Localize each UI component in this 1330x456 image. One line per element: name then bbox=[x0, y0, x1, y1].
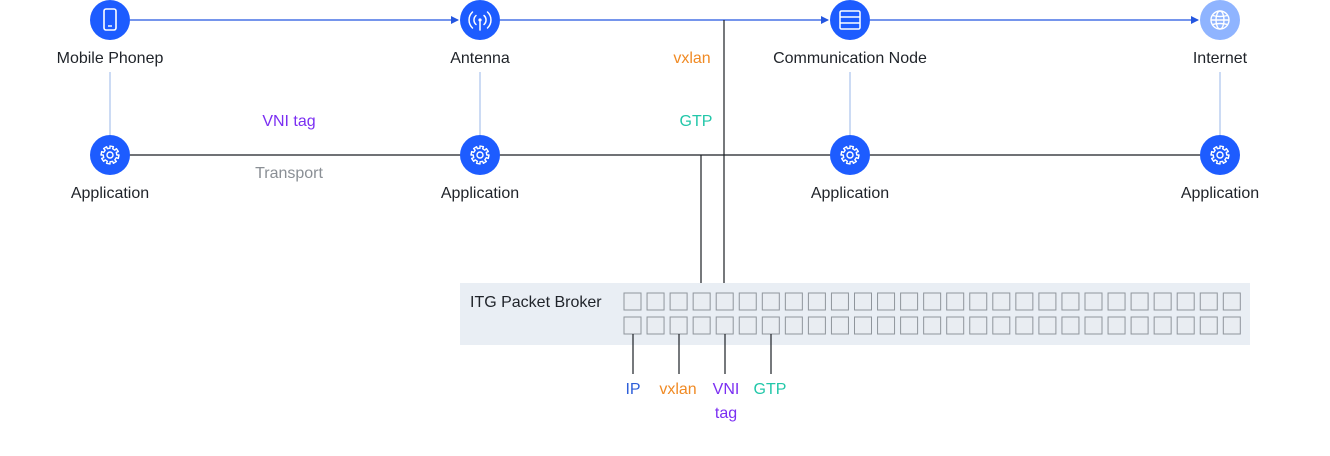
port[interactable] bbox=[784, 292, 803, 311]
output-label-tag: tag bbox=[715, 405, 737, 422]
packet-broker-title: ITG Packet Broker bbox=[470, 294, 602, 311]
annotation-vni-tag: VNI tag bbox=[262, 113, 315, 130]
annotation-gtp: GTP bbox=[680, 113, 713, 130]
output-label-vxlan: vxlan bbox=[659, 381, 696, 398]
output-label-gtp: GTP bbox=[754, 381, 787, 398]
port[interactable] bbox=[669, 292, 688, 311]
label-communication-node: Communication Node bbox=[773, 50, 927, 67]
port[interactable] bbox=[646, 292, 665, 311]
node-communication[interactable] bbox=[830, 0, 870, 40]
port[interactable] bbox=[992, 292, 1011, 311]
node-internet[interactable] bbox=[1200, 0, 1240, 40]
annotation-vxlan: vxlan bbox=[673, 50, 710, 67]
port[interactable] bbox=[1015, 316, 1034, 335]
packet-broker-panel bbox=[460, 283, 1250, 345]
port[interactable] bbox=[1130, 316, 1149, 335]
label-application-2: Application bbox=[441, 185, 519, 202]
port[interactable] bbox=[1176, 316, 1195, 335]
port[interactable] bbox=[623, 292, 642, 311]
port[interactable] bbox=[854, 292, 872, 311]
port[interactable] bbox=[623, 316, 642, 335]
port[interactable] bbox=[1038, 292, 1057, 311]
port[interactable] bbox=[738, 292, 757, 311]
label-application-3: Application bbox=[811, 185, 889, 202]
port[interactable] bbox=[877, 316, 896, 335]
port[interactable] bbox=[784, 316, 803, 335]
port[interactable] bbox=[715, 292, 734, 311]
port[interactable] bbox=[1061, 316, 1080, 335]
port[interactable] bbox=[1176, 292, 1195, 311]
port[interactable] bbox=[1084, 316, 1103, 335]
port[interactable] bbox=[969, 316, 988, 335]
port[interactable] bbox=[1222, 292, 1241, 311]
port[interactable] bbox=[1153, 292, 1172, 311]
port[interactable] bbox=[946, 292, 965, 311]
output-label-vni: VNI bbox=[713, 381, 740, 398]
port[interactable] bbox=[761, 292, 780, 311]
app-node-2[interactable] bbox=[460, 135, 500, 175]
port[interactable] bbox=[1061, 292, 1080, 311]
label-internet: Internet bbox=[1193, 50, 1248, 67]
port[interactable] bbox=[1015, 292, 1034, 311]
port[interactable] bbox=[900, 292, 919, 311]
label-application-4: Application bbox=[1181, 185, 1259, 202]
port[interactable] bbox=[1222, 316, 1241, 335]
port[interactable] bbox=[1199, 316, 1218, 335]
port[interactable] bbox=[1153, 316, 1172, 335]
node-mobile-phone[interactable] bbox=[90, 0, 130, 40]
port[interactable] bbox=[669, 316, 688, 335]
port[interactable] bbox=[900, 316, 919, 335]
port[interactable] bbox=[1107, 292, 1126, 311]
gear-icon bbox=[1210, 145, 1230, 165]
output-label-ip: IP bbox=[625, 381, 640, 398]
app-node-4[interactable] bbox=[1200, 135, 1240, 175]
node-antenna[interactable] bbox=[460, 0, 500, 40]
port[interactable] bbox=[946, 316, 965, 335]
port[interactable] bbox=[1107, 316, 1126, 335]
label-antenna: Antenna bbox=[450, 50, 510, 67]
port[interactable] bbox=[1084, 292, 1103, 311]
app-node-1[interactable] bbox=[90, 135, 130, 175]
port[interactable] bbox=[807, 292, 826, 311]
port[interactable] bbox=[1130, 292, 1149, 311]
port[interactable] bbox=[1199, 292, 1218, 311]
port[interactable] bbox=[923, 292, 942, 311]
port[interactable] bbox=[969, 292, 988, 311]
label-mobile-phone: Mobile Phonep bbox=[57, 50, 164, 67]
gear-icon bbox=[470, 145, 490, 165]
port-grid bbox=[623, 292, 1241, 335]
port[interactable] bbox=[692, 316, 711, 335]
port[interactable] bbox=[992, 316, 1011, 335]
mobile-phone-icon bbox=[103, 8, 117, 31]
port[interactable] bbox=[715, 316, 734, 335]
packet-broker[interactable]: ITG Packet Broker bbox=[460, 283, 1250, 345]
port[interactable] bbox=[854, 316, 872, 335]
port[interactable] bbox=[646, 316, 665, 335]
annotation-transport: Transport bbox=[255, 165, 323, 182]
port[interactable] bbox=[738, 316, 757, 335]
label-application-1: Application bbox=[71, 185, 149, 202]
port[interactable] bbox=[692, 292, 711, 311]
globe-icon bbox=[1210, 10, 1230, 30]
app-node-3[interactable] bbox=[830, 135, 870, 175]
port[interactable] bbox=[877, 292, 896, 311]
port[interactable] bbox=[923, 316, 942, 335]
port[interactable] bbox=[830, 292, 849, 311]
antenna-icon bbox=[468, 11, 492, 31]
gear-icon bbox=[100, 145, 120, 165]
port[interactable] bbox=[807, 316, 826, 335]
port[interactable] bbox=[1038, 316, 1057, 335]
port[interactable] bbox=[830, 316, 849, 335]
gear-icon bbox=[840, 145, 860, 165]
server-icon bbox=[839, 10, 861, 30]
port[interactable] bbox=[761, 316, 780, 335]
